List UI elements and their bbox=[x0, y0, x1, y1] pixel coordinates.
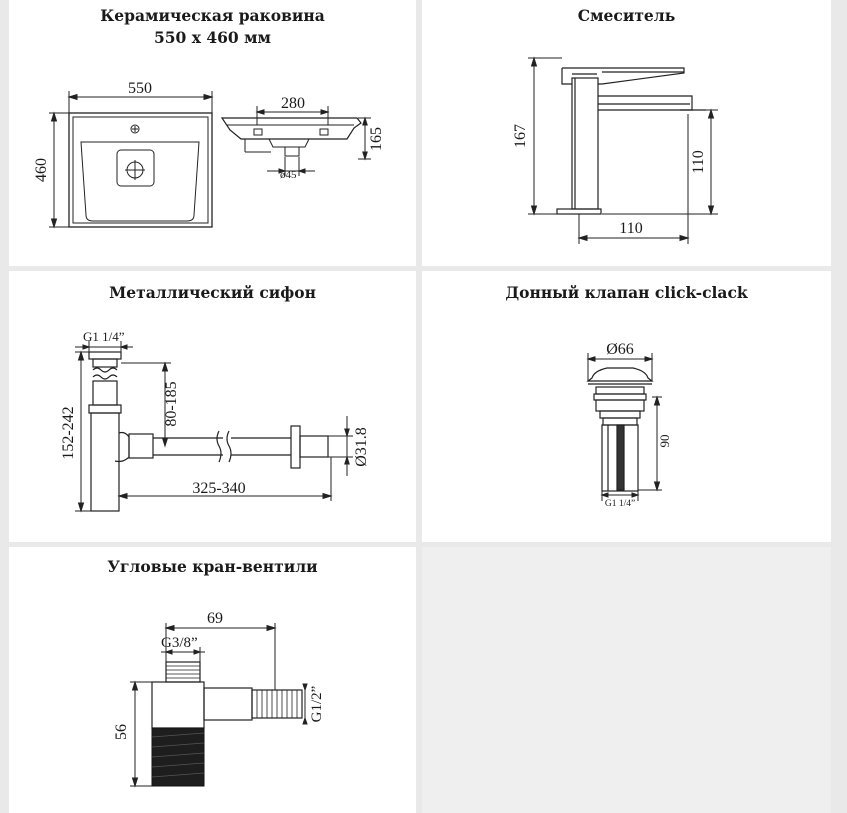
angle-valve-drawing: 69 G3/8” 56 G1/2” bbox=[113, 610, 325, 788]
mixer-spout-height-label: 110 bbox=[690, 150, 707, 173]
panel-mixer: Смеситель bbox=[422, 0, 831, 266]
siphon-pipe-label: Ø31.8 bbox=[353, 427, 370, 467]
sink-title-line2: 550 х 460 мм bbox=[153, 28, 272, 47]
sink-drawing: 550 460 280 165 ø45 bbox=[33, 80, 385, 229]
sink-width-label: 550 bbox=[128, 80, 152, 97]
mixer-reach-label: 110 bbox=[619, 220, 642, 237]
siphon-height-label: 152-242 bbox=[60, 406, 77, 459]
panel-click-clack-valve: Донный клапан click-clack bbox=[422, 271, 831, 542]
mixer-height-label: 167 bbox=[512, 124, 529, 148]
siphon-offset-label: 80-185 bbox=[163, 381, 180, 426]
angle-valve-outlet-label: G1/2” bbox=[309, 686, 325, 723]
sink-drain-label: ø45 bbox=[280, 169, 297, 181]
valve-thread-label: G1 1/4” bbox=[605, 499, 635, 509]
siphon-title: Металлический сифон bbox=[109, 283, 316, 302]
sink-side-height-label: 165 bbox=[368, 127, 385, 151]
angle-valve-title: Угловые кран-вентили bbox=[107, 557, 318, 576]
sink-height-label: 460 bbox=[33, 158, 50, 182]
siphon-length-label: 325-340 bbox=[192, 480, 245, 497]
siphon-drawing: G1 1/4” 152-242 80-185 325-340 Ø31.8 bbox=[60, 329, 370, 513]
sink-side-width-label: 280 bbox=[281, 95, 305, 112]
angle-valve-length-label: 69 bbox=[207, 610, 223, 627]
panel-empty bbox=[422, 547, 831, 813]
mixer-drawing: 167 110 110 bbox=[512, 56, 718, 244]
valve-title: Донный клапан click-clack bbox=[505, 283, 748, 302]
angle-valve-inlet-label: G3/8” bbox=[161, 635, 198, 651]
valve-height-label: 90 bbox=[657, 435, 672, 448]
mixer-title: Смеситель bbox=[577, 6, 676, 25]
siphon-thread-label: G1 1/4” bbox=[83, 329, 125, 344]
sink-title: Керамическая раковина 550 х 460 мм bbox=[9, 5, 416, 49]
angle-valve-height-label: 56 bbox=[113, 724, 130, 740]
valve-drawing: Ø66 90 G1 1/4” bbox=[586, 341, 672, 509]
panel-angle-valves: Угловые кран-вентили bbox=[9, 547, 416, 813]
sink-title-line1: Керамическая раковина bbox=[100, 6, 325, 25]
valve-cap-label: Ø66 bbox=[606, 341, 634, 358]
panel-ceramic-sink: Керамическая раковина 550 х 460 мм bbox=[9, 0, 416, 266]
panel-siphon: Металлический сифон bbox=[9, 271, 416, 542]
